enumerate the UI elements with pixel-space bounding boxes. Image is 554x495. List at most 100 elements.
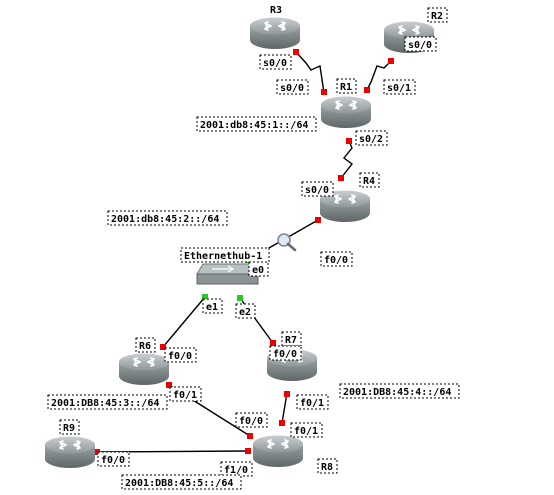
router-icon — [252, 435, 304, 468]
port-marker-r1-s01 — [364, 87, 370, 93]
iface-hub-e0: e0 — [248, 261, 269, 277]
router-name-r9: R9 — [59, 419, 80, 435]
router-r6[interactable] — [118, 353, 170, 386]
iface-r9-f00-text: f0/0 — [101, 455, 125, 466]
iface-hub-e0-text: e0 — [252, 265, 264, 276]
router-name-r6: R6 — [135, 337, 156, 353]
router-name-r7-text: R7 — [285, 335, 297, 346]
port-markers — [94, 49, 394, 455]
network-label-2: 2001:db8:45:2::/64 — [107, 210, 228, 226]
iface-hub-e1-text: e1 — [206, 302, 218, 313]
link-r3-r1[interactable] — [295, 51, 325, 94]
port-marker-r4-s00 — [338, 175, 344, 181]
router-name-r2: R2 — [427, 7, 448, 23]
network-label-4-text: 2001:DB8:45:4::/64 — [343, 387, 451, 398]
router-name-r8-text: R8 — [321, 462, 333, 473]
router-name-r4: R4 — [359, 172, 380, 188]
router-name-r6-text: R6 — [139, 341, 151, 352]
network-label-1: 2001:db8:45:1::/64 — [196, 116, 317, 132]
port-marker-hub-e1 — [202, 294, 208, 300]
network-label-2-text: 2001:db8:45:2::/64 — [111, 214, 219, 225]
router-r3[interactable] — [249, 17, 301, 50]
iface-r7-f00: f0/0 — [269, 345, 302, 361]
port-marker-r1-s00 — [321, 89, 327, 95]
port-marker-r6-f01 — [166, 382, 172, 388]
port-marker-r2-s00 — [388, 58, 394, 64]
router-r1[interactable] — [320, 96, 372, 129]
iface-r8-f01-text: f0/1 — [294, 426, 318, 437]
link-r7-r8[interactable] — [281, 392, 288, 424]
router-name-r1-text: R1 — [340, 82, 352, 93]
port-marker-r1-s02 — [346, 138, 352, 144]
iface-r3-s00: s0/0 — [259, 54, 292, 70]
iface-r6-f01: f0/1 — [169, 386, 202, 402]
iface-r7-f00-text: f0/0 — [273, 349, 297, 360]
port-marker-r7-f01 — [284, 391, 290, 397]
network-label-4: 2001:DB8:45:4::/64 — [339, 383, 460, 399]
network-label-1-text: 2001:db8:45:1::/64 — [200, 120, 308, 131]
iface-r8-f10: f1/0 — [220, 461, 253, 477]
iface-r4-f00-text: f0/0 — [324, 255, 348, 266]
link-r1-r4[interactable] — [340, 140, 353, 179]
ethernet-hub[interactable] — [196, 263, 259, 285]
iface-hub-e2: e2 — [235, 303, 256, 319]
router-name-r1: R1 — [336, 78, 357, 94]
iface-r1-s01: s0/1 — [383, 79, 416, 95]
iface-r6-f00: f0/0 — [164, 347, 197, 363]
iface-r8-f00-text: f0/0 — [239, 416, 263, 427]
router-name-r9-text: R9 — [63, 423, 75, 434]
iface-r6-f00-text: f0/0 — [168, 351, 192, 362]
port-marker-hub-e2 — [237, 295, 243, 301]
hub-name: Ethernethub-1 — [180, 247, 270, 263]
port-marker-r8-f00 — [247, 433, 253, 439]
iface-r1-s00: s0/0 — [276, 79, 309, 95]
router-name-r4-text: R4 — [363, 176, 375, 187]
iface-r4-f00: f0/0 — [320, 251, 353, 267]
router-name-r3-text: R3 — [270, 5, 282, 16]
iface-r9-f00: f0/0 — [97, 451, 130, 467]
port-marker-r4-f00 — [315, 217, 321, 223]
network-label-3-text: 2001:DB8:45:3::/64 — [51, 398, 159, 409]
iface-r8-f10-text: f1/0 — [224, 465, 248, 476]
iface-r1-s02-text: s0/2 — [359, 134, 383, 145]
port-marker-r9-f00 — [94, 449, 100, 455]
router-icon — [320, 96, 372, 129]
iface-r3-s00-text: s0/0 — [263, 58, 287, 69]
router-name-r2-text: R2 — [431, 11, 443, 22]
iface-r1-s00-text: s0/0 — [280, 83, 304, 94]
iface-hub-e2-text: e2 — [239, 307, 251, 318]
iface-r4-s00: s0/0 — [301, 181, 334, 197]
iface-r6-f01-text: f0/1 — [173, 390, 197, 401]
router-name-r3: R3 — [270, 5, 282, 16]
router-name-r7: R7 — [281, 331, 302, 347]
iface-r1-s01-text: s0/1 — [387, 83, 411, 94]
iface-r7-f01-text: f0/1 — [300, 398, 324, 409]
port-marker-r8-f01 — [279, 420, 285, 426]
iface-r4-s00-text: s0/0 — [305, 185, 329, 196]
router-r8[interactable] — [252, 435, 304, 468]
iface-r8-f01: f0/1 — [290, 422, 323, 438]
router-name-r8: R8 — [317, 458, 338, 474]
port-marker-r7-f00 — [270, 340, 276, 346]
network-label-5: 2001:DB8:45:5::/64 — [121, 474, 242, 490]
network-label-5-text: 2001:DB8:45:5::/64 — [125, 478, 233, 489]
hub-name-text: Ethernethub-1 — [184, 251, 262, 262]
iface-r2-s00: s0/0 — [404, 36, 437, 52]
port-marker-r3-s00 — [293, 49, 299, 55]
port-marker-r6-f00 — [160, 344, 166, 350]
router-icon — [118, 353, 170, 386]
port-marker-r8-f10 — [245, 448, 251, 454]
iface-hub-e1: e1 — [202, 298, 223, 314]
iface-r7-f01: f0/1 — [296, 394, 329, 410]
link-hub-r6[interactable] — [162, 296, 206, 348]
router-icon — [249, 17, 301, 50]
router-r9[interactable] — [44, 436, 96, 469]
iface-r8-f00: f0/0 — [235, 412, 268, 428]
network-label-3: 2001:DB8:45:3::/64 — [47, 394, 168, 410]
link-r2-r1[interactable] — [366, 60, 392, 91]
magnifier-icon[interactable] — [277, 233, 297, 252]
iface-r2-s00-text: s0/0 — [408, 40, 432, 51]
iface-r1-s02: s0/2 — [355, 130, 388, 146]
